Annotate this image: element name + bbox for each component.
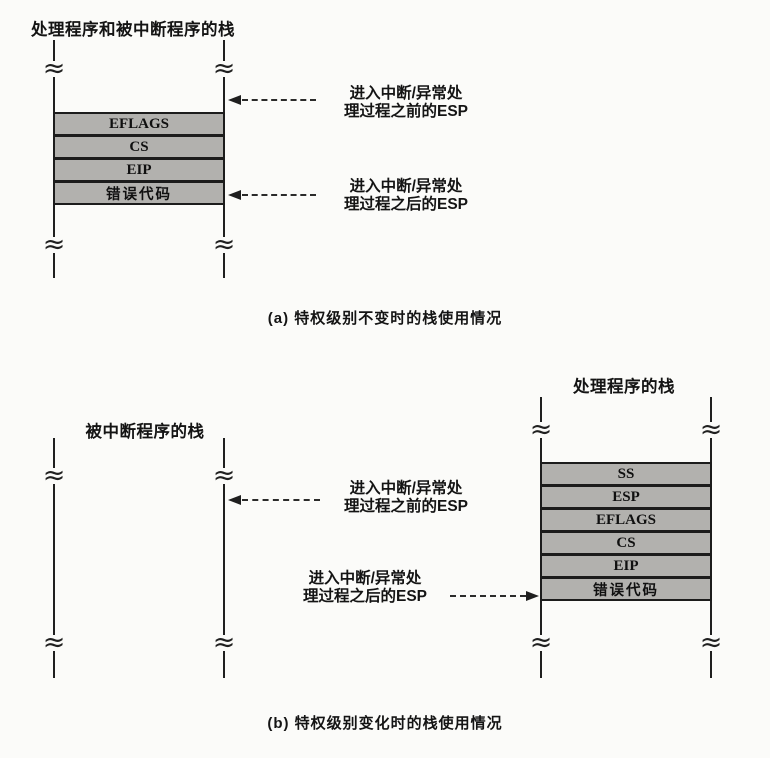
arrow-left-icon	[228, 95, 241, 105]
stack-wall-left	[53, 438, 55, 678]
label-line: 进入中断/异常处	[349, 480, 463, 497]
stack-row: EIP	[540, 554, 712, 578]
caption-a: (a) 特权级别不变时的栈使用情况	[267, 310, 503, 327]
stack-wall-right	[223, 438, 225, 678]
stack-break-icon: ≈	[528, 627, 554, 658]
stack-break-icon: ≈	[41, 460, 67, 491]
arrow-right-icon	[526, 591, 539, 601]
stack-break-icon: ≈	[528, 414, 554, 445]
stack-row: SS	[540, 462, 712, 486]
stack-b: SS ESP EFLAGS CS EIP 错误代码	[540, 462, 712, 601]
dashed-pointer-line	[450, 595, 526, 597]
label-line: 理过程之后的ESP	[302, 587, 427, 605]
caption-b: (b) 特权级别变化时的栈使用情况	[267, 715, 503, 732]
stack-a: EFLAGS CS EIP 错误代码	[53, 112, 225, 205]
stack-break-icon: ≈	[41, 53, 67, 84]
diagram-a-title: 处理程序和被中断程序的栈	[31, 21, 235, 39]
label-line: 理过程之后的ESP	[343, 195, 468, 213]
dashed-pointer-line	[242, 194, 316, 196]
arrow-left-icon	[228, 495, 241, 505]
label-line: 进入中断/异常处	[308, 570, 422, 587]
handler-stack-title: 处理程序的栈	[573, 378, 675, 396]
stack-break-icon: ≈	[211, 627, 237, 658]
dashed-pointer-line	[242, 99, 316, 101]
dashed-pointer-line	[242, 499, 320, 501]
stack-row: CS	[53, 135, 225, 159]
label-line: 理过程之前的ESP	[343, 497, 468, 515]
stack-break-icon: ≈	[698, 627, 724, 658]
stack-break-icon: ≈	[41, 229, 67, 260]
label-line: 进入中断/异常处	[349, 85, 463, 102]
stack-break-icon: ≈	[211, 229, 237, 260]
esp-after-label: 进入中断/异常处 理过程之后的ESP	[330, 178, 482, 213]
label-line: 进入中断/异常处	[349, 178, 463, 195]
interrupted-stack-title: 被中断程序的栈	[85, 423, 205, 441]
arrow-left-icon	[228, 190, 241, 200]
stack-row: CS	[540, 531, 712, 555]
stack-row: EFLAGS	[53, 112, 225, 136]
stack-break-icon: ≈	[41, 627, 67, 658]
stack-break-icon: ≈	[698, 414, 724, 445]
stack-row: 错误代码	[53, 181, 225, 205]
stack-break-icon: ≈	[211, 460, 237, 491]
stack-row: EFLAGS	[540, 508, 712, 532]
stack-row: 错误代码	[540, 577, 712, 601]
stack-row: EIP	[53, 158, 225, 182]
stack-row: ESP	[540, 485, 712, 509]
esp-before-label: 进入中断/异常处 理过程之前的ESP	[330, 85, 482, 120]
stack-break-icon: ≈	[211, 53, 237, 84]
esp-before-label: 进入中断/异常处 理过程之前的ESP	[330, 480, 482, 515]
label-line: 理过程之前的ESP	[343, 102, 468, 120]
esp-after-label: 进入中断/异常处 理过程之后的ESP	[290, 570, 440, 605]
